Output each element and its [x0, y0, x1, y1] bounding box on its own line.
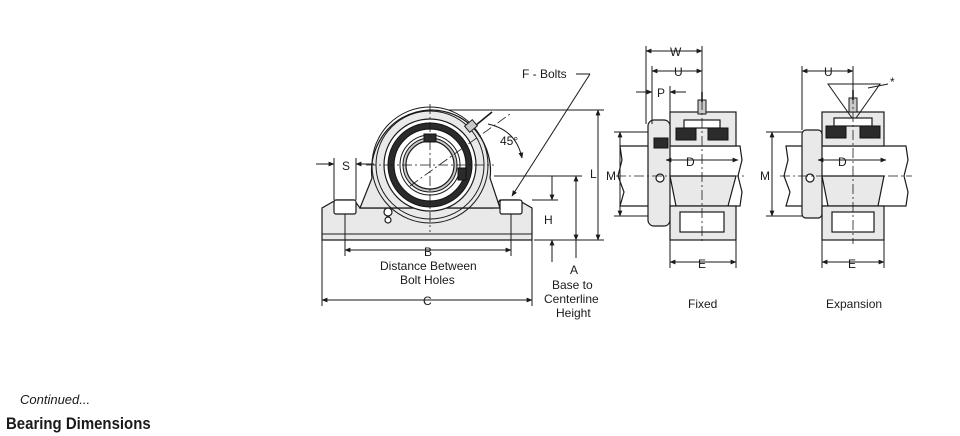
f-bolts-label: F - Bolts [522, 67, 567, 81]
section-title: Bearing Dimensions [6, 414, 151, 433]
angle-45-label: 45° [500, 134, 518, 148]
dim-b-label: B [424, 245, 432, 259]
dim-a-desc-3: Height [556, 306, 591, 320]
dim-m2-label: M [760, 169, 770, 183]
dim-m-label: M [606, 169, 616, 183]
dim-c-label: C [423, 294, 432, 308]
dim-u2-label: U [824, 65, 833, 79]
dim-d2-label: D [838, 155, 847, 169]
dim-e2-label: E [848, 257, 856, 271]
fixed-dimensions [614, 46, 739, 268]
dim-e-label: E [698, 257, 706, 271]
dim-b-desc-2: Bolt Holes [400, 273, 455, 287]
dim-u-label: U [674, 65, 683, 79]
expansion-caption: Expansion [826, 297, 882, 311]
dim-b-desc-1: Distance Between [380, 259, 477, 273]
dim-l-label: L [590, 167, 597, 181]
dim-a-desc-2: Centerline [544, 292, 599, 306]
asterisk-note: * [890, 75, 895, 89]
fixed-view [616, 82, 744, 244]
front-view [321, 104, 533, 241]
front-dimensions: S L H 45° F - Bolts [316, 67, 604, 306]
dim-a-label: A [570, 263, 578, 277]
continued-note: Continued... [20, 392, 91, 407]
expansion-dimensions [766, 66, 889, 268]
dim-p-label: P [657, 86, 665, 100]
dim-s-label: S [342, 159, 350, 173]
dim-d-label: D [686, 155, 695, 169]
dim-w-label: W [670, 45, 682, 59]
dim-a-desc-1: Base to [552, 278, 593, 292]
fixed-caption: Fixed [688, 297, 717, 311]
dim-h-label: H [544, 213, 553, 227]
